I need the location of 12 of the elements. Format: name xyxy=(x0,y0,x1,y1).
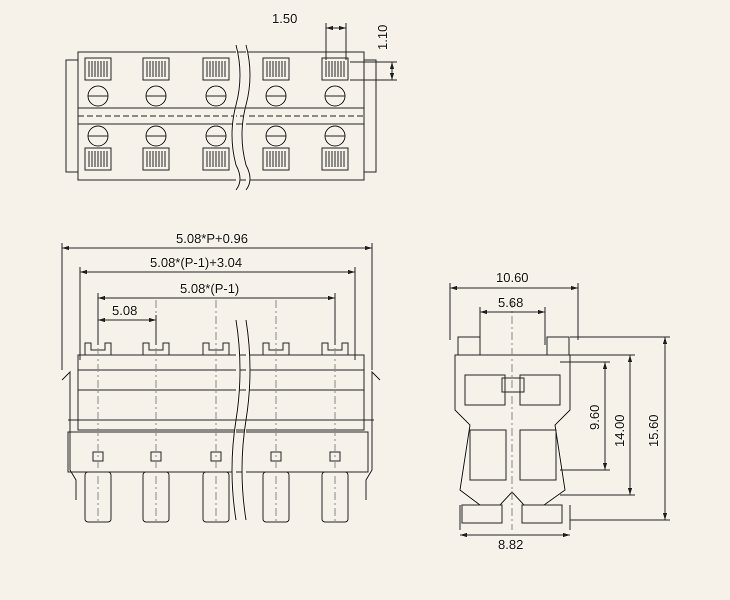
dimension-label: 5.68 xyxy=(498,296,524,310)
dimension-label: 15.60 xyxy=(647,414,661,447)
dimension-label: 14.00 xyxy=(613,414,627,447)
dimension-label: 10.60 xyxy=(496,271,529,285)
dimension-label: 5.08*P+0.96 xyxy=(176,232,248,246)
dimension-label: 9.60 xyxy=(588,404,602,430)
dimension-label: 8.82 xyxy=(498,538,524,552)
dimension-label: 5.08*(P-1) xyxy=(180,282,240,296)
dimension-label: 1.10 xyxy=(376,24,390,50)
dimension-label: 5.08 xyxy=(112,304,138,318)
dimension-label: 1.50 xyxy=(272,12,298,26)
dimension-label: 5.08*(P-1)+3.04 xyxy=(150,256,242,270)
